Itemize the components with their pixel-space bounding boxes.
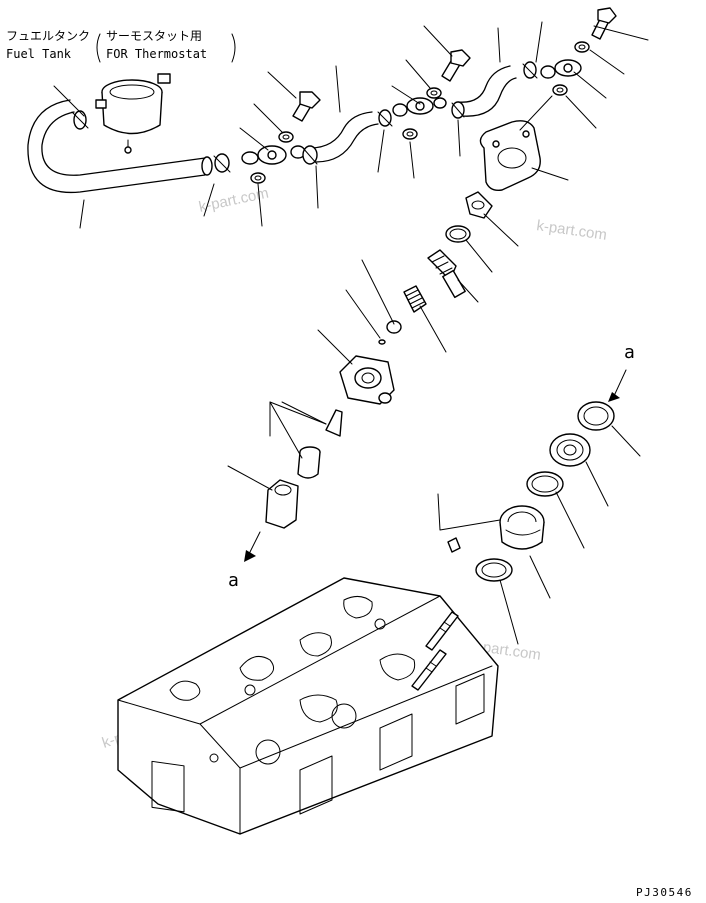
heat-shield-washer xyxy=(549,433,591,467)
banjo-fitting-3 xyxy=(540,59,582,79)
ref-label-a-top: a xyxy=(624,342,635,363)
fuel-tank-en-label: Fuel Tank xyxy=(6,47,72,61)
check-valve-plug xyxy=(465,191,493,219)
valve-ball xyxy=(386,320,402,334)
washer-6 xyxy=(574,41,590,53)
washer-5 xyxy=(552,84,568,96)
banjo-fitting-2 xyxy=(392,97,447,117)
nozzle-holder-body xyxy=(339,355,395,405)
banjo-bolt-2 xyxy=(441,49,471,82)
hose-clamp-5 xyxy=(522,61,538,79)
nozzle-tip xyxy=(325,409,343,437)
drawing-number: PJ30546 xyxy=(636,886,693,899)
hose-3 xyxy=(457,65,517,117)
cylinder-head xyxy=(117,577,499,835)
thermostat-canister xyxy=(95,73,171,154)
o-ring-1 xyxy=(445,225,471,243)
washer-4 xyxy=(426,87,442,99)
leader-lines xyxy=(53,21,649,645)
hose-2 xyxy=(309,111,379,163)
washer-1 xyxy=(250,172,266,184)
banjo-bolt-1 xyxy=(292,91,321,122)
washer-3 xyxy=(402,128,418,140)
hose-clamp-2 xyxy=(302,145,318,165)
fuel-hose xyxy=(27,99,213,194)
o-ring-2 xyxy=(526,471,564,497)
right-paren xyxy=(231,33,236,63)
banjo-fitting-1 xyxy=(241,145,306,165)
ref-label-a-bottom: a xyxy=(228,570,239,591)
dowel-pin xyxy=(447,537,461,553)
seal-ring-1 xyxy=(577,401,615,431)
ref-arrow-bottom xyxy=(244,531,261,562)
watermark-2: k-part.com xyxy=(535,217,608,244)
banjo-bolt-3 xyxy=(591,7,617,40)
left-paren xyxy=(96,33,101,63)
stud-bolts xyxy=(411,611,459,691)
washer-2 xyxy=(278,131,294,143)
nozzle-sleeve xyxy=(297,446,321,479)
thermostat-jp-label: サーモスタット用 xyxy=(106,29,202,43)
small-pin xyxy=(378,339,386,345)
ref-arrow-top xyxy=(608,369,627,402)
hose-clamp-1 xyxy=(213,153,231,173)
thermostat-en-label: FOR Thermostat xyxy=(106,47,207,61)
hose-clamp-4 xyxy=(451,101,465,119)
injector-sleeve xyxy=(499,505,545,550)
retaining-nut xyxy=(265,479,299,529)
flange-plate xyxy=(479,120,541,192)
gasket-ring xyxy=(475,558,513,582)
hose-clamp-tank xyxy=(71,110,89,130)
valve-element xyxy=(427,249,466,299)
hose-clamp-3 xyxy=(377,109,393,127)
spring xyxy=(403,285,427,313)
fuel-tank-jp-label: フュエルタンク xyxy=(6,29,90,43)
